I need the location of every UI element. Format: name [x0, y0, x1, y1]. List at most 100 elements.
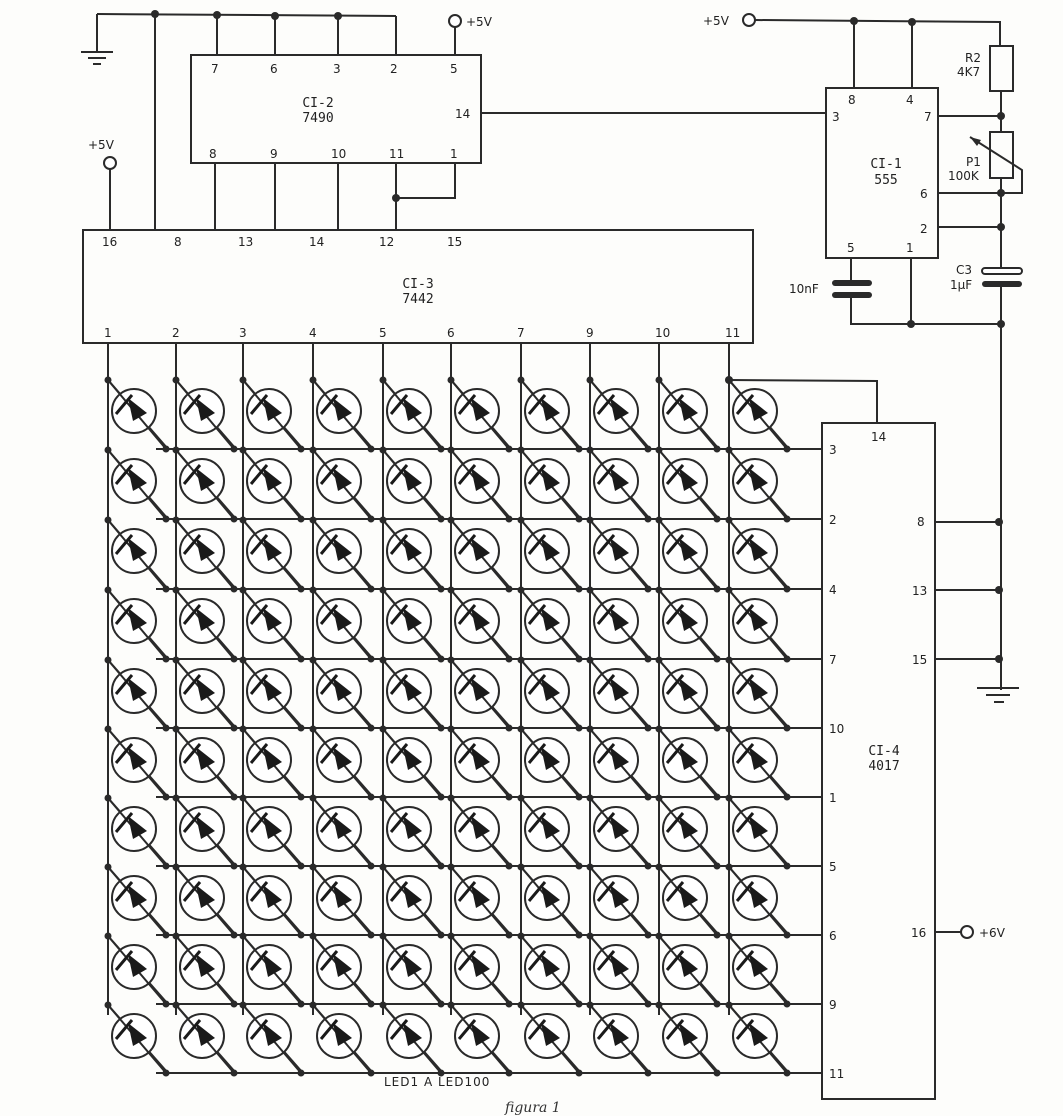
ci1-supply: +5V	[703, 13, 1001, 88]
ci3-pin: 3	[239, 326, 247, 340]
ci4-pin: 10	[829, 722, 844, 736]
led-icon	[447, 725, 513, 801]
supply-terminal-icon	[103, 156, 117, 170]
ci2-pin: 2	[390, 62, 398, 76]
led-icon	[447, 932, 513, 1008]
led-icon	[379, 932, 445, 1008]
led-icon	[239, 376, 305, 453]
ci3-pin: 15	[447, 235, 462, 249]
led-icon	[379, 376, 445, 453]
led-icon	[309, 725, 375, 801]
ci4-pin: 9	[829, 998, 837, 1012]
led-icon	[309, 656, 375, 732]
led-icon	[725, 516, 791, 593]
led-icon	[239, 725, 305, 801]
led-icon	[104, 794, 170, 870]
ci3-chip	[82, 229, 754, 344]
led-icon	[104, 516, 170, 593]
ci3-pin: 6	[447, 326, 455, 340]
ci2-name: CI-2	[302, 96, 333, 111]
ci1-pin: 4	[906, 93, 914, 107]
led-icon	[379, 446, 445, 523]
led-icon	[655, 725, 721, 801]
led-icon	[379, 863, 445, 939]
led-icon	[104, 1001, 170, 1077]
led-icon	[309, 376, 375, 453]
led-icon	[517, 794, 583, 870]
led-icon	[379, 1001, 445, 1077]
led-icon	[309, 932, 375, 1008]
led-icon	[172, 446, 238, 523]
ground-icon	[81, 51, 113, 65]
ci3-pin: 12	[379, 235, 394, 249]
led-icon	[239, 656, 305, 732]
ci2-chip	[190, 54, 482, 164]
ci4-pin: 2	[829, 513, 837, 527]
ci3-pin: 11	[725, 326, 740, 340]
led-icon	[104, 656, 170, 732]
led-icon	[447, 794, 513, 870]
led-icon	[172, 586, 238, 663]
ci3-pin: 1	[104, 326, 112, 340]
led-icon	[104, 863, 170, 939]
ground-bus	[96, 10, 397, 230]
supply-label: +5V	[88, 138, 115, 152]
ci1-part: 555	[874, 173, 897, 188]
ci1-name: CI-1	[870, 157, 901, 172]
led-icon	[379, 656, 445, 732]
led-icon	[586, 863, 652, 939]
led-icon	[104, 586, 170, 663]
ci4-pin: 6	[829, 929, 837, 943]
c3-ref: C3	[956, 263, 972, 277]
led-icon	[239, 794, 305, 870]
led-icon	[655, 863, 721, 939]
ci2-pin: 5	[450, 62, 458, 76]
led-icon	[309, 586, 375, 663]
ci4-pin: 7	[829, 653, 837, 667]
c-ctrl-value: 10nF	[789, 282, 819, 296]
ci3-pin: 5	[379, 326, 387, 340]
led-icon	[379, 725, 445, 801]
led-icon	[447, 863, 513, 939]
led-icon	[586, 794, 652, 870]
ci3-pin: 2	[172, 326, 180, 340]
led-icon	[172, 656, 238, 732]
led-icon	[309, 516, 375, 593]
ci2-pin: 6	[270, 62, 278, 76]
ci2-pin: 8	[209, 147, 217, 161]
ci3-name: CI-3	[402, 277, 433, 292]
led-icon	[379, 516, 445, 593]
led-icon	[517, 656, 583, 732]
ci1-pin: 8	[848, 93, 856, 107]
ci2-part: 7490	[302, 111, 333, 126]
ci3-pin: 7	[517, 326, 525, 340]
supply-terminal-icon	[960, 925, 974, 939]
ci2-pin: 7	[211, 62, 219, 76]
led-icon	[239, 863, 305, 939]
led-icon	[239, 446, 305, 523]
led-icon	[586, 1001, 652, 1077]
led-icon	[447, 656, 513, 732]
led-icon	[517, 376, 583, 453]
supply-label: +6V	[979, 926, 1006, 940]
led-icon	[309, 863, 375, 939]
led-icon	[586, 656, 652, 732]
led-icon	[172, 516, 238, 593]
ci3-pin: 10	[655, 326, 670, 340]
led-icon	[517, 863, 583, 939]
capacitor-10nf-icon	[832, 280, 872, 286]
led-icon	[655, 586, 721, 663]
ci4-pin: 16	[911, 926, 926, 940]
led-icon	[725, 863, 791, 939]
led-icon	[655, 794, 721, 870]
ground-icon	[977, 687, 1019, 703]
led-range-label: LED1 A LED100	[384, 1075, 490, 1089]
led-icon	[104, 446, 170, 523]
ci3-pin: 4	[309, 326, 317, 340]
ci4-part: 4017	[868, 759, 899, 774]
led-icon	[172, 794, 238, 870]
p1-value: 100K	[948, 169, 980, 183]
led-icon	[655, 932, 721, 1008]
led-icon	[655, 656, 721, 732]
led-icon	[586, 725, 652, 801]
